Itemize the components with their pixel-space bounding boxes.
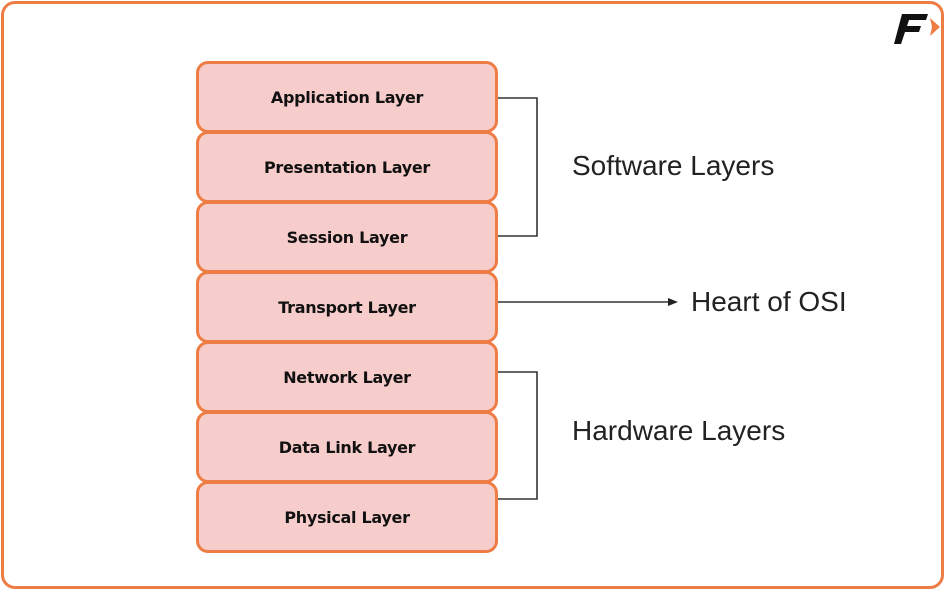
hardware-layers-label: Hardware Layers	[572, 415, 786, 446]
layer-application: Application Layer	[196, 61, 498, 133]
layer-label: Transport Layer	[278, 297, 416, 317]
software-layers-label: Software Layers	[572, 150, 775, 181]
layer-label: Application Layer	[270, 87, 424, 107]
layer-presentation: Presentation Layer	[196, 131, 498, 203]
heart-of-osi-label: Heart of OSI	[691, 286, 847, 317]
layer-data-link: Data Link Layer	[196, 411, 498, 483]
layer-physical: Physical Layer	[196, 481, 498, 553]
brand-logo-icon	[894, 14, 940, 44]
layer-label: Physical Layer	[284, 507, 410, 527]
layer-label: Session Layer	[286, 227, 408, 247]
layer-network: Network Layer	[196, 341, 498, 413]
layer-label: Presentation Layer	[263, 157, 431, 177]
layer-session: Session Layer	[196, 201, 498, 273]
layer-label: Data Link Layer	[278, 437, 416, 457]
layer-label: Network Layer	[283, 367, 411, 387]
layer-transport: Transport Layer	[196, 271, 498, 343]
